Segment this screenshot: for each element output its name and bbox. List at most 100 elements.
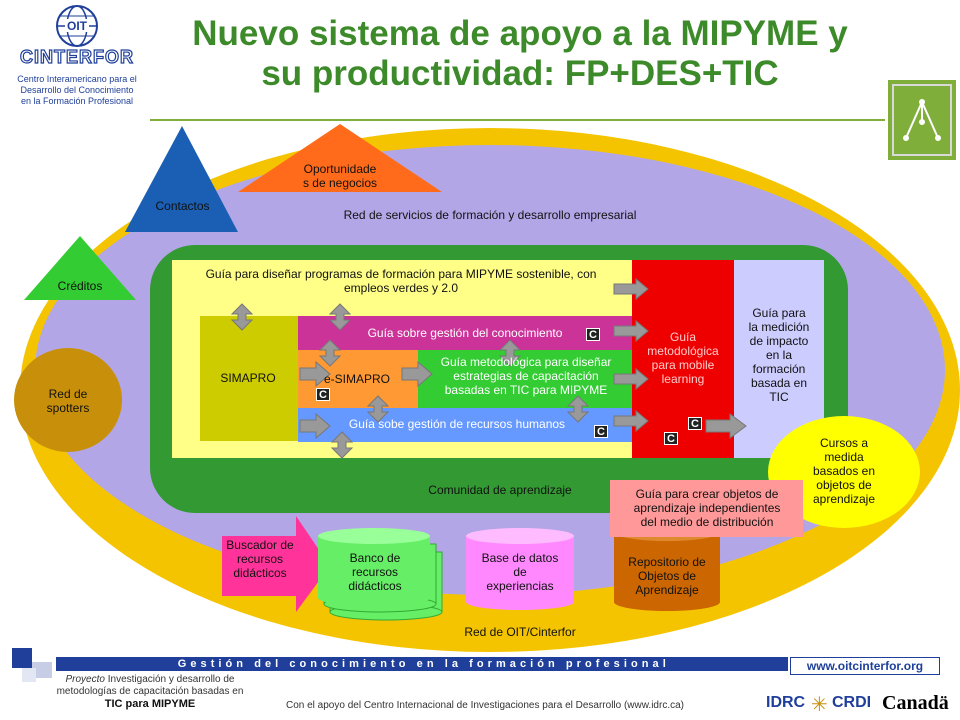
guia-metodologica-line2: estrategias de capacitación [453, 369, 599, 383]
buscador-line3: didácticos [233, 566, 287, 580]
contactos-label: Contactos [155, 199, 210, 213]
simapro-label: SIMAPRO [220, 371, 276, 385]
guia-conocimiento-label: Guía sobre gestión del conocimiento [367, 326, 563, 340]
cursos-line2: medida [824, 450, 864, 464]
cursos-circle [768, 416, 920, 528]
base-datos-line1: Base de datos [481, 551, 559, 565]
creditos-label: Créditos [57, 279, 103, 293]
buscador-arrow [222, 516, 330, 612]
buscador-label: Buscador de recursos didácticos [224, 538, 296, 580]
arrow-vertical-1 [230, 303, 254, 331]
oit-globe-icon: OIT [56, 5, 98, 47]
guia-objetos-line1: Guía para crear objetos de [635, 487, 779, 501]
contactos-triangle [125, 126, 238, 232]
conocimiento-box [298, 316, 634, 350]
cursos-line4: objetos de [816, 478, 872, 492]
guia-medicion-line7: TIC [769, 390, 789, 404]
oportunidades-triangle [238, 124, 442, 192]
banco-line2: recursos [351, 565, 398, 579]
arrow-vertical-5 [366, 395, 390, 423]
repositorio-line2: Objetos de [637, 569, 697, 583]
c-badge-3: C [594, 425, 608, 438]
sponsor-logos: IDRC ✳ CRDI Canadä [766, 692, 956, 718]
arrow-right-4 [613, 409, 649, 433]
repositorio-line3: Aprendizaje [635, 583, 699, 597]
banco-line1: Banco de [349, 551, 401, 565]
buscador-line1: Buscador de [226, 538, 294, 552]
guia-objetos-line3: del medio de distribución [640, 515, 774, 529]
guia-objetos-line2: aprendizaje independientes [633, 501, 781, 515]
page-title: Nuevo sistema de apoyo a la MIPYME y su … [150, 14, 890, 94]
guia-medicion-line3: de impacto [749, 334, 809, 348]
footer-url[interactable]: www.oitcinterfor.org [790, 657, 940, 675]
arrow-vertical-3 [318, 339, 342, 367]
title-rule [150, 119, 885, 121]
project-line1: Proyecto Investigación y desarrollo de [30, 674, 270, 686]
oportunidades-line2: s de negocios [302, 176, 378, 190]
arrow-vertical-7 [330, 431, 354, 459]
c-badge-2: C [316, 388, 330, 401]
guia-disenar-line2: empleos verdes y 2.0 [343, 281, 459, 295]
guia-mobile-line1: Guía [669, 330, 696, 344]
banco-line3: didácticos [348, 579, 402, 593]
idrc-sun-icon: ✳ [811, 694, 828, 716]
logo-name: CINTERFOR [19, 46, 134, 67]
guia-metodologica-line3: basadas en TIC para MIPYME [444, 383, 608, 397]
footer-strip-text: G e s t i ó n d e l c o n o c i m i e n … [177, 658, 667, 670]
guia-mobile-label: Guía metodológica para mobile learning [634, 330, 732, 386]
logo: OIT CINTERFOR Centro Interamericano para… [4, 2, 150, 112]
cursos-label: Cursos a medida basados en objetos de ap… [788, 436, 900, 506]
guia-objetos-box [610, 480, 803, 537]
guia-medicion-line2: la medición [748, 320, 810, 334]
guia-mobile-line3: para mobile [651, 358, 715, 372]
footer-squares [12, 648, 52, 688]
oportunidades-line1: Oportunidade [303, 162, 377, 176]
esimapro-label: e-SIMAPRO [323, 372, 390, 386]
arrow-vertical-2 [328, 303, 352, 331]
arrow-right-5 [705, 413, 747, 439]
project-line2: metodologías de capacitación basadas en [56, 686, 244, 697]
oportunidades-label: Oportunidade s de negocios [285, 162, 395, 190]
share-icon [892, 84, 952, 156]
page-title-line1: Nuevo sistema de apoyo a la MIPYME y [192, 14, 848, 53]
repositorio-line1: Repositorio de [628, 555, 706, 569]
arrow-right-6 [299, 360, 331, 388]
red-spotters-label: Red de spotters [20, 387, 116, 415]
project-note: Proyecto Investigación y desarrollo de m… [30, 674, 270, 710]
arrow-vertical-4 [498, 339, 522, 367]
support-text: Con el apoyo del Centro Internacional de… [286, 700, 684, 711]
arrow-vertical-6 [566, 395, 590, 423]
oit-network-label: Red de OIT/Cinterfor [464, 625, 576, 639]
base-datos-label: Base de datos de experiencias [466, 551, 574, 593]
creditos-triangle [24, 236, 136, 300]
c-badge-1: C [586, 328, 600, 341]
red-spotters-circle [14, 348, 122, 452]
project-italic: Proyecto [65, 674, 105, 685]
project-line3: TIC para MIPYME [104, 698, 196, 710]
logo-subtitle-1: Centro Interamericano para el [17, 74, 137, 84]
guia-objetos-label: Guía para crear objetos de aprendizaje i… [612, 487, 802, 529]
metodologica-box [418, 350, 634, 408]
logo-subtitle-3: en la Formación Profesional [20, 96, 134, 106]
red-spotters-line2: spotters [46, 401, 90, 415]
c-badge-5: C [688, 417, 702, 430]
footer-strip: G e s t i ó n d e l c o n o c i m i e n … [56, 657, 788, 671]
banco-label: Banco de recursos didácticos [320, 551, 430, 593]
crdi-logo: CRDI [832, 694, 872, 711]
repositorio-label: Repositorio de Objetos de Aprendizaje [614, 555, 720, 597]
red-spotters-line1: Red de [48, 387, 88, 401]
base-datos-cylinder [466, 528, 574, 610]
cursos-line3: basados en [812, 464, 876, 478]
base-datos-line2: de [513, 565, 527, 579]
c-badge-4: C [664, 432, 678, 445]
guia-mobile-line2: metodológica [647, 344, 719, 358]
guia-medicion-line4: en la [765, 348, 793, 362]
guia-medicion-label: Guía para la medición de impacto en la f… [736, 306, 822, 404]
guia-metodologica-line1: Guía metodológica para diseñar [440, 355, 612, 369]
logo-oit-text: OIT [67, 19, 88, 33]
arrow-right-8 [401, 360, 433, 388]
guia-disenar-label: Guía para diseñar programas de formación… [176, 267, 626, 295]
simapro-box [200, 316, 300, 441]
guia-rrhh-label: Guía sobe gestión de recursos humanos [348, 417, 566, 431]
canada-logo: Canadä [882, 692, 949, 714]
